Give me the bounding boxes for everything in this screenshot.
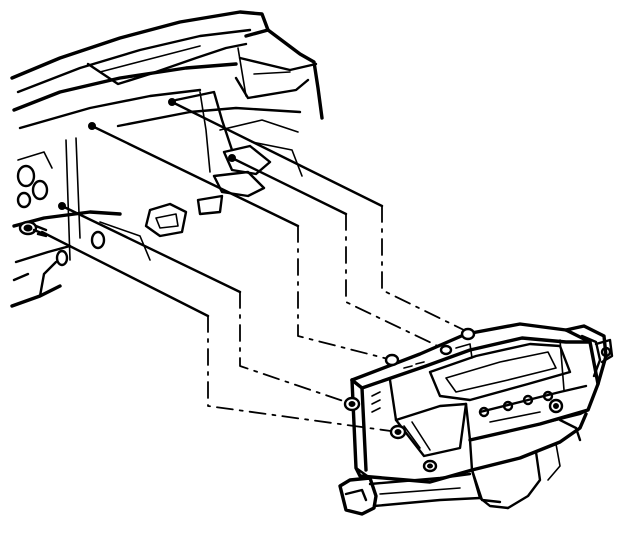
module-assembly (338, 322, 614, 516)
dash-panel (10, 10, 324, 308)
stud-screw-line (40, 230, 210, 318)
mounting-nuts (343, 327, 476, 473)
alignment-leader-lines (207, 205, 469, 433)
leader-lower (239, 291, 353, 405)
leader-middle (345, 213, 447, 351)
stud-upper-left (90, 124, 300, 228)
nut-left-top (384, 353, 400, 367)
mounting-screw (18, 220, 48, 238)
nut-middle (439, 344, 453, 356)
nut-upper (460, 327, 476, 341)
stud-lower (60, 204, 242, 294)
stud-middle (230, 156, 348, 216)
leader-upper (381, 205, 469, 333)
leader-screw (207, 315, 399, 433)
stud-upper (170, 100, 384, 208)
leader-upper-left (297, 225, 393, 361)
mounting-studs (40, 98, 384, 318)
